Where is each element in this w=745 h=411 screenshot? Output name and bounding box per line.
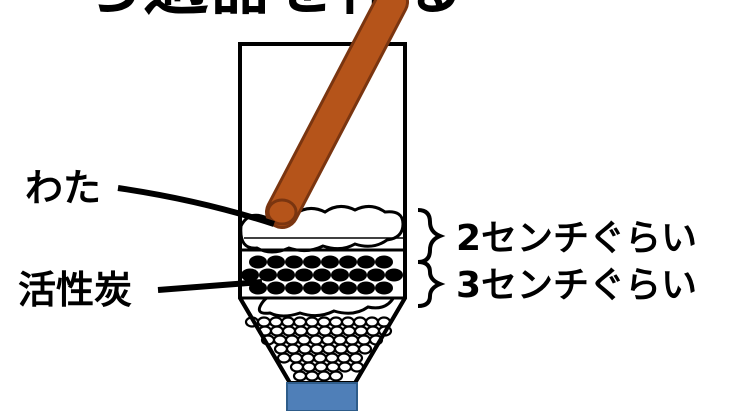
- gravel-stone: [324, 352, 340, 364]
- charcoal-pellet: [259, 268, 277, 282]
- gravel-stone: [336, 352, 352, 364]
- gravel-stone: [305, 325, 321, 337]
- gravel-stone: [276, 352, 292, 364]
- gravel-stone: [321, 343, 337, 355]
- charcoal-pellet: [303, 281, 321, 295]
- gravel-stone: [332, 334, 348, 346]
- gravel-stone: [281, 325, 297, 337]
- cotton-leader-line: [117, 185, 275, 227]
- gravel-stone: [325, 361, 341, 373]
- gravel-layer: [244, 316, 393, 382]
- charcoal-thickness-label: 3センチぐらい: [456, 265, 697, 306]
- gravel-stone: [341, 325, 357, 337]
- bottle-cap-icon: [286, 382, 358, 411]
- charcoal-pellet: [357, 255, 375, 269]
- gravel-stone: [345, 343, 361, 355]
- gravel-stone: [316, 316, 332, 328]
- gravel-stone: [273, 343, 289, 355]
- gravel-stone: [328, 316, 344, 328]
- gravel-stone: [337, 361, 353, 373]
- glass-rod-icon: [265, 0, 409, 229]
- charcoal-pellet: [367, 268, 385, 282]
- gravel-stone: [285, 343, 301, 355]
- gravel-stone: [304, 316, 320, 328]
- charcoal-pellet: [295, 268, 313, 282]
- gravel-stone: [340, 316, 356, 328]
- gravel-stone: [316, 370, 332, 382]
- gravel-stone: [300, 352, 316, 364]
- charcoal-pellet: [385, 268, 403, 282]
- cotton-thickness-label: 2センチぐらい: [456, 218, 697, 259]
- gravel-stone: [292, 370, 308, 382]
- gravel-stone: [289, 361, 305, 373]
- gravel-stone: [365, 325, 381, 337]
- gravel-stone: [353, 325, 369, 337]
- charcoal-pellet: [285, 255, 303, 269]
- charcoal-pellet: [375, 281, 393, 295]
- charcoal-pellet: [375, 255, 393, 269]
- gravel-stone: [308, 334, 324, 346]
- charcoal-thickness-brace: [417, 260, 446, 308]
- gravel-stone: [328, 370, 344, 382]
- charcoal-pellet: [277, 268, 295, 282]
- gravel-stone: [268, 316, 284, 328]
- gravel-stone: [269, 325, 285, 337]
- gravel-stone: [364, 316, 380, 328]
- gravel-stone: [256, 316, 272, 328]
- charcoal-leader-line: [157, 279, 263, 293]
- gravel-stone: [352, 316, 368, 328]
- charcoal-pellet: [267, 281, 285, 295]
- gravel-stone: [292, 316, 308, 328]
- charcoal-pellet: [357, 281, 375, 295]
- gravel-stone: [309, 343, 325, 355]
- charcoal-pellet: [339, 281, 357, 295]
- charcoal-pellet: [241, 268, 259, 282]
- cotton-label: わた: [25, 166, 101, 210]
- gravel-stone: [301, 361, 317, 373]
- charcoal-pellet: [303, 255, 321, 269]
- gravel-stone: [317, 325, 333, 337]
- gravel-stone: [329, 325, 345, 337]
- charcoal-pellet: [321, 255, 339, 269]
- gravel-stone: [357, 343, 373, 355]
- gravel-stone: [344, 334, 360, 346]
- gravel-stone: [297, 343, 313, 355]
- gravel-stone: [312, 352, 328, 364]
- gravel-stone: [293, 325, 309, 337]
- charcoal-pellet: [339, 255, 357, 269]
- charcoal-pellet: [331, 268, 349, 282]
- cotton-thickness-brace: [417, 208, 446, 264]
- charcoal-pellet: [321, 281, 339, 295]
- charcoal-pellet: [285, 281, 303, 295]
- gravel-stone: [356, 334, 372, 346]
- charcoal-pellet: [267, 255, 285, 269]
- gravel-stone: [280, 316, 296, 328]
- charcoal-pellet: [249, 255, 267, 269]
- gravel-stone: [313, 361, 329, 373]
- gravel-stone: [288, 352, 304, 364]
- activated-charcoal-layer: [240, 251, 405, 297]
- gravel-stone: [296, 334, 312, 346]
- gravel-stone: [320, 334, 336, 346]
- gravel-stone: [333, 343, 349, 355]
- charcoal-pellet: [349, 268, 367, 282]
- gravel-stone: [272, 334, 288, 346]
- gravel-stone: [348, 352, 364, 364]
- charcoal-pellet: [313, 268, 331, 282]
- gravel-stone: [304, 370, 320, 382]
- gravel-stone: [284, 334, 300, 346]
- charcoal-label: 活性炭: [18, 268, 132, 312]
